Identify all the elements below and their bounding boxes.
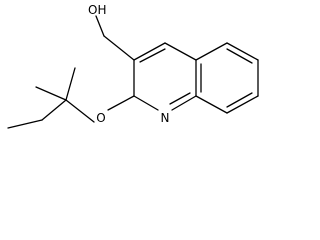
bond-c3-c4 (133, 42, 166, 61)
bond-ch2-c3 (103, 35, 135, 61)
bond-n1-c2 (133, 95, 159, 111)
bond-c7-c8-double (226, 92, 253, 108)
bond-cq-methyl-left (35, 86, 67, 101)
bond-c7-c8 (226, 95, 259, 114)
bond-c8-c8a (195, 95, 228, 114)
bond-c8a-n1-double (169, 92, 191, 105)
atom-label-ring-nitrogen: N (161, 111, 170, 125)
bond-c8a-n1 (171, 95, 197, 111)
atom-label-hydroxyl: OH (88, 3, 106, 17)
bond-o-cq (65, 99, 95, 123)
bond-cq-methyl-up (65, 67, 76, 101)
bond-cq-ch2 (41, 99, 67, 121)
bond-oh-ch2 (95, 15, 105, 37)
bond-c4-c4a (164, 42, 197, 61)
atom-label-ether-oxygen: O (96, 111, 105, 125)
chemical-structure: OH O N (7, 3, 259, 129)
bond-c3-c4-double (139, 48, 166, 63)
bond-ch2-ch3 (7, 119, 43, 129)
bond-c5-c6 (226, 42, 259, 61)
bond-c4a-c5 (195, 42, 228, 61)
bond-c5-c6-double (226, 48, 253, 64)
bond-c2-o (107, 95, 135, 111)
